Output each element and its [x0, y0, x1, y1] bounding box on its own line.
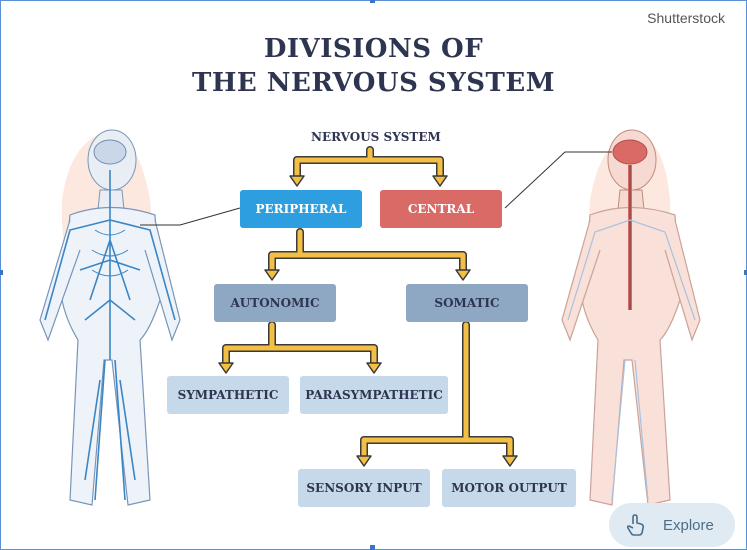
- resize-handle-right[interactable]: [744, 270, 747, 275]
- diagram-title-line2: THE NERVOUS SYSTEM: [192, 68, 555, 98]
- explore-button[interactable]: Explore: [609, 503, 735, 547]
- peripheral-connector-line: [140, 207, 241, 226]
- touch-hand-icon: [626, 514, 645, 536]
- node-peripheral: PERIPHERAL: [240, 190, 362, 228]
- node-sympathetic: SYMPATHETIC: [167, 376, 289, 414]
- diagram-title-line1: DIVISIONS OF: [263, 34, 484, 64]
- node-sensory-input: SENSORY INPUT: [298, 469, 430, 507]
- explore-button-label: Explore: [663, 516, 714, 534]
- node-central: CENTRAL: [380, 190, 502, 228]
- node-nervous-system: NERVOUS SYSTEM: [311, 130, 441, 144]
- node-parasympathetic: PARASYMPATHETIC: [300, 376, 448, 414]
- node-somatic: SOMATIC: [406, 284, 528, 322]
- left-body-figure: [39, 129, 181, 506]
- watermark: Shutterstock: [647, 10, 725, 26]
- resize-handle-left[interactable]: [0, 270, 3, 275]
- resize-handle-top[interactable]: [370, 0, 375, 3]
- resize-handle-bottom[interactable]: [370, 545, 375, 550]
- right-body-figure: [561, 129, 701, 506]
- flow-arrows: [218, 146, 518, 467]
- node-autonomic: AUTONOMIC: [214, 284, 336, 322]
- central-connector-line: [504, 151, 612, 209]
- node-motor-output: MOTOR OUTPUT: [442, 469, 576, 507]
